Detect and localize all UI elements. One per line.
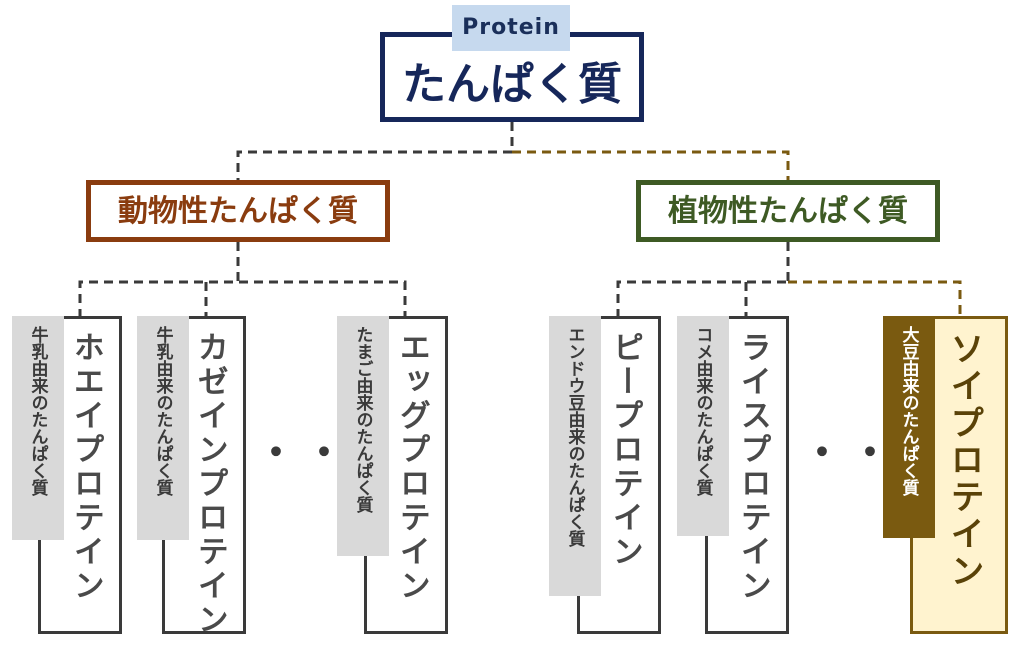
connector-plant-children [616, 242, 790, 318]
tag-whey: 牛乳由来のたんぱく質 [12, 316, 64, 540]
tag-text-whey: 牛乳由来のたんぱく質 [27, 326, 48, 496]
connector-root-plant [512, 150, 790, 180]
connector-animal-children [78, 242, 407, 318]
tag-text-rice: コメ由来のたんぱく質 [692, 326, 713, 496]
card-title-soy: ソイプロテイン [944, 331, 985, 590]
category-animal: 動物性たんぱく質 [86, 180, 390, 242]
tag-text-casein: 牛乳由来のたんぱく質 [152, 326, 173, 496]
tag-rice: コメ由来のたんぱく質 [677, 316, 729, 536]
tag-text-soy: 大豆由来のたんぱく質 [898, 326, 919, 496]
connector-plant-soy [788, 280, 962, 318]
tag-egg: たまご由来のたんぱく質 [337, 316, 389, 556]
card-title-whey: ホエイプロテイン [67, 331, 104, 603]
card-title-egg: エッグプロテイン [393, 331, 430, 603]
card-title-rice: ライスプロテイン [734, 331, 771, 603]
card-title-casein: カゼインプロテイン [191, 331, 228, 637]
tag-soy: 大豆由来のたんぱく質 [883, 316, 935, 538]
tag-text-pea: エンドウ豆由来のたんぱく質 [564, 326, 585, 547]
root-tag: Protein [452, 5, 570, 51]
tag-pea: エンドウ豆由来のたんぱく質 [549, 316, 601, 596]
connector-root-animal [236, 122, 514, 180]
card-title-pea: ピープロテイン [606, 331, 643, 569]
tag-text-egg: たまご由来のたんぱく質 [352, 326, 373, 513]
tag-casein: 牛乳由来のたんぱく質 [137, 316, 189, 540]
category-plant: 植物性たんぱく質 [636, 180, 940, 242]
